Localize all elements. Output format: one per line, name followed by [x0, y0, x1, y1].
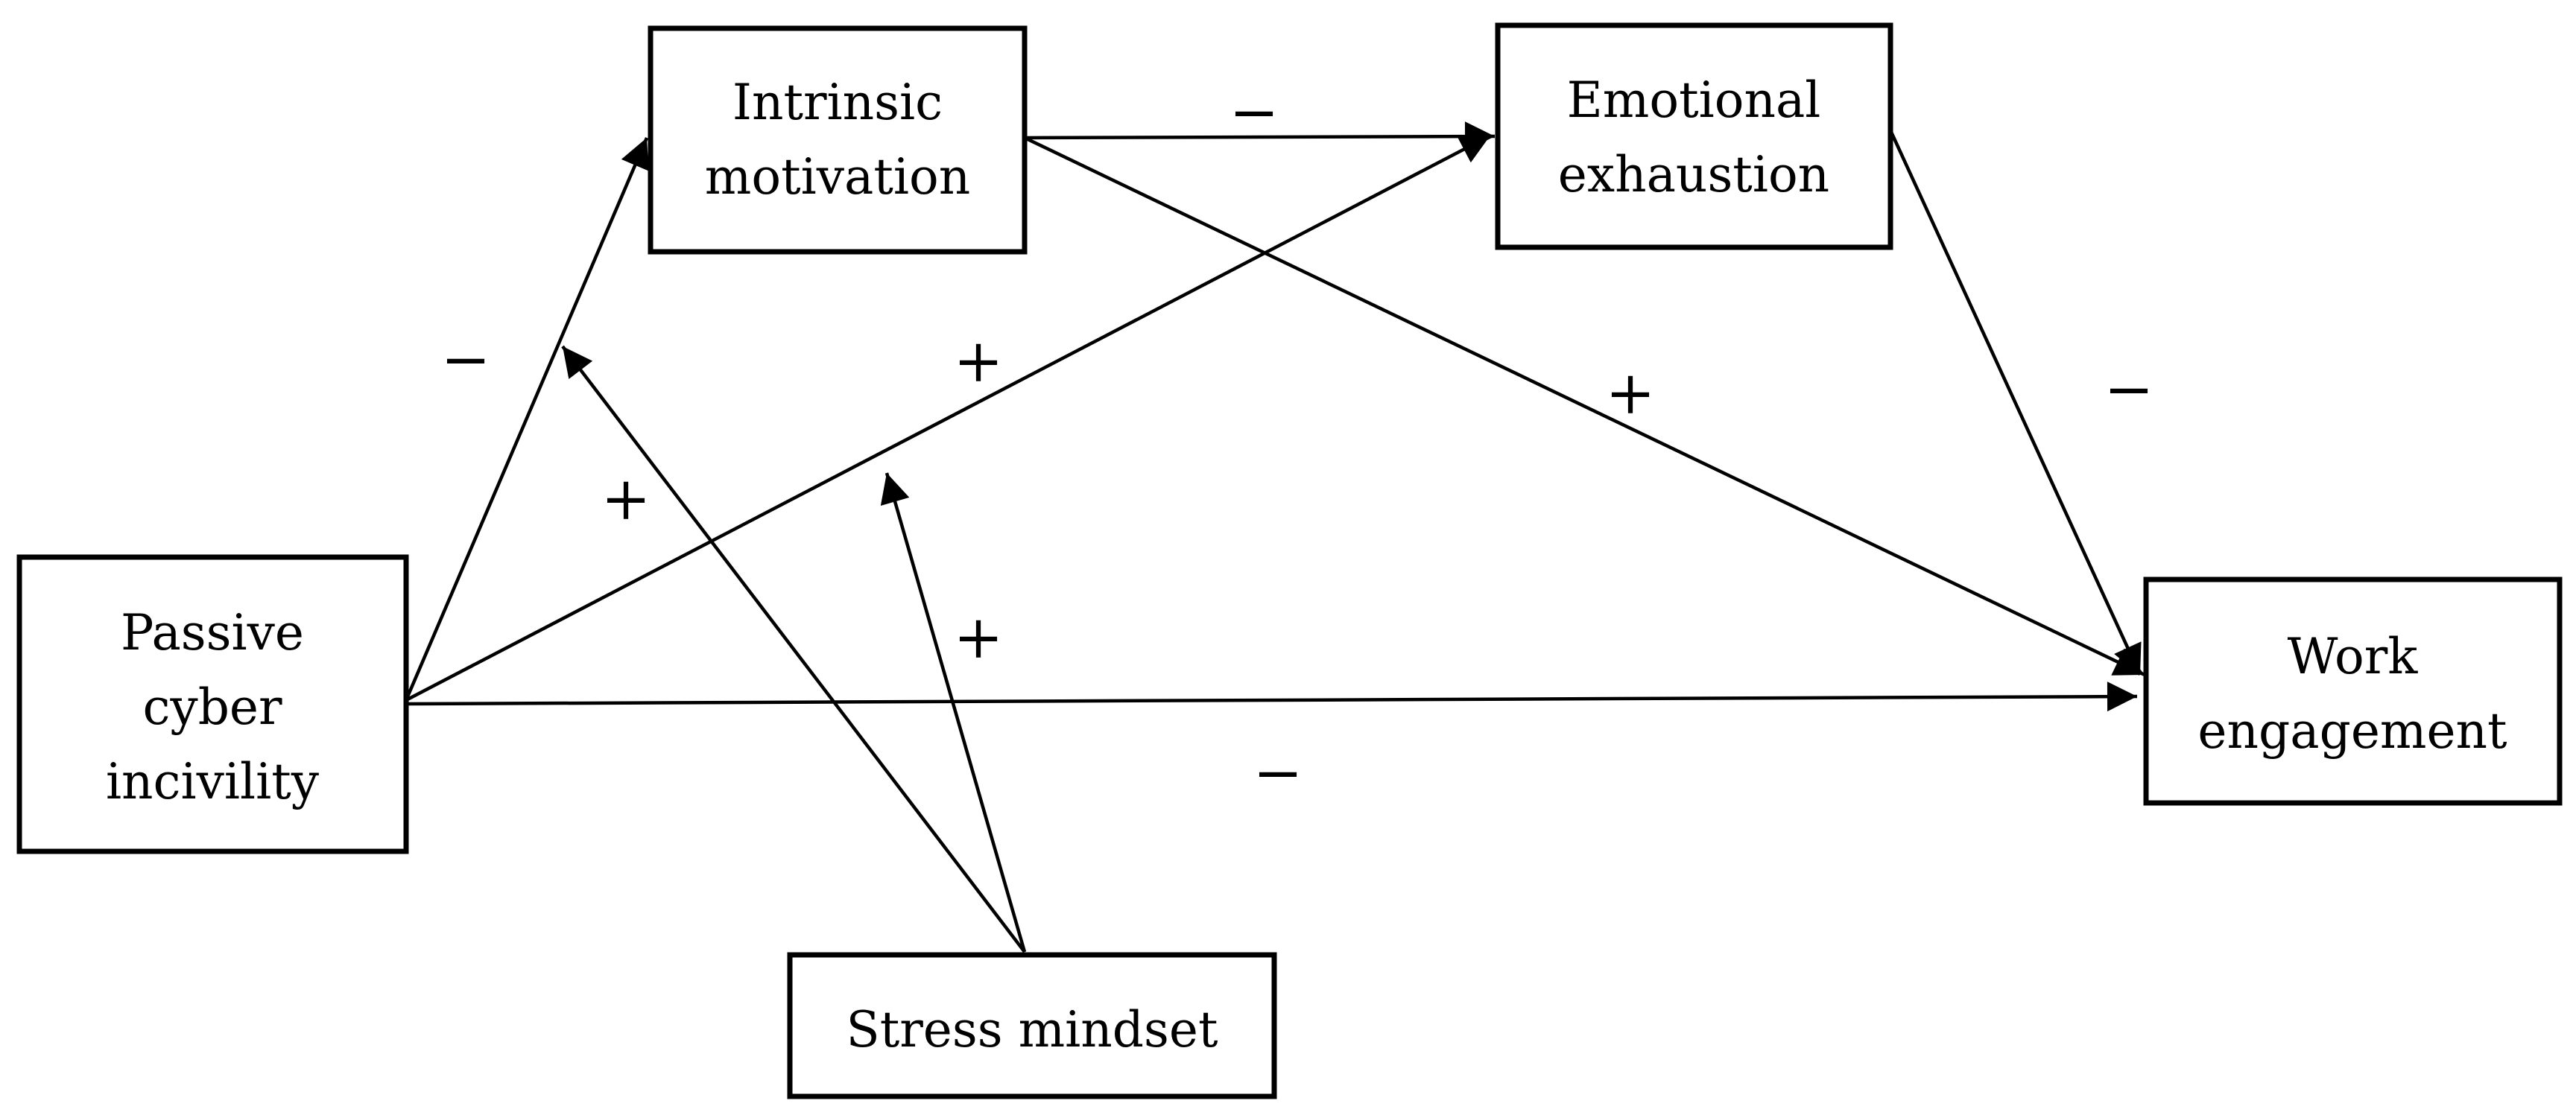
- sign-incivility-to-engagement: −: [1253, 738, 1303, 807]
- sign-incivility-to-exhaustion: +: [953, 326, 1003, 396]
- edge-incivility-to-exhaustion: [405, 134, 1492, 702]
- node-emotional-exhaustion-line2: exhaustion: [1558, 146, 1829, 203]
- node-emotional-exhaustion-line1: Emotional: [1567, 72, 1821, 129]
- edge-moderation-motivation-path: [561, 345, 1026, 953]
- node-passive-cyber-incivility-line1: Passive: [121, 604, 304, 661]
- sign-incivility-to-motivation: −: [440, 325, 490, 394]
- edge-moderation-exhaustion-path: [880, 472, 1027, 953]
- node-stress-mindset: Stress mindset: [787, 952, 1277, 1099]
- edge-motivation-to-engagement: [1024, 136, 2145, 677]
- node-passive-cyber-incivility: Passive cyber incivility: [16, 554, 409, 854]
- node-passive-cyber-incivility-line3: incivility: [106, 753, 320, 810]
- sign-motivation-to-engagement: +: [1605, 358, 1655, 428]
- edge-exhaustion-to-engagement: [1888, 130, 2142, 676]
- node-stress-mindset-line1: Stress mindset: [846, 1001, 1218, 1058]
- node-work-engagement: Work engagement: [2143, 577, 2563, 806]
- node-work-engagement-line2: engagement: [2197, 702, 2507, 760]
- edge-incivility-to-motivation: [404, 137, 649, 701]
- edge-motivation-to-exhaustion: [1024, 121, 1496, 152]
- node-passive-cyber-incivility-line2: cyber: [142, 679, 282, 736]
- sign-exhaustion-to-engagement: −: [2104, 355, 2153, 424]
- node-intrinsic-motivation-line1: Intrinsic: [732, 74, 943, 131]
- sign-moderation-motivation-path: +: [601, 464, 651, 533]
- edge-incivility-to-engagement: [405, 682, 2138, 712]
- node-work-engagement-line1: Work: [2288, 628, 2419, 685]
- sign-moderation-exhaustion-path: +: [953, 603, 1003, 672]
- node-intrinsic-motivation: Intrinsic motivation: [648, 25, 1028, 255]
- sign-motivation-to-exhaustion: −: [1229, 77, 1279, 147]
- node-intrinsic-motivation-line2: motivation: [705, 148, 970, 206]
- node-emotional-exhaustion: Emotional exhaustion: [1495, 22, 1893, 250]
